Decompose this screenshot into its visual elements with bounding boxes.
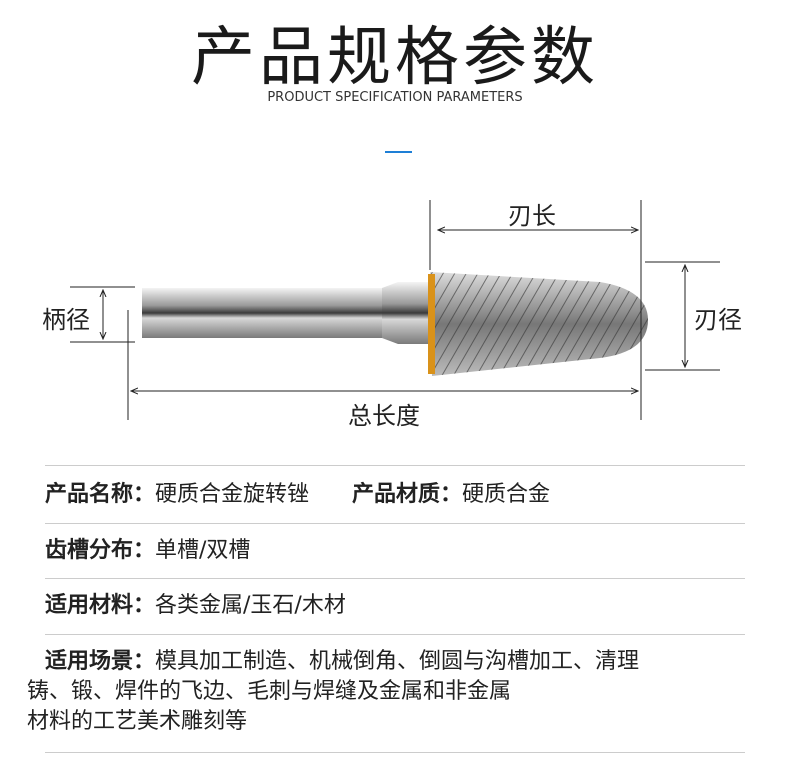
spec-label: 产品材质： [352, 482, 463, 507]
blade-length-label: 刃长 [508, 202, 556, 230]
spec-label: 齿槽分布： [45, 538, 156, 563]
dimension-lines [70, 200, 720, 420]
spec-row-applications: 适用场景： 模具加工制造、机械倒角、倒圆与沟槽加工、清理 铸、锻、焊件的飞边、毛… [27, 647, 640, 737]
spec-value-line: 模具加工制造、机械倒角、倒圆与沟槽加工、清理 [155, 649, 640, 674]
page-subtitle: PRODUCT SPECIFICATION PARAMETERS [267, 90, 523, 105]
divider [45, 523, 745, 524]
spec-label: 适用材料： [45, 593, 156, 618]
total-length-label: 总长度 [348, 402, 420, 430]
shank-diameter-label: 柄径 [42, 306, 90, 334]
spec-value-line: 材料的工艺美术雕刻等 [27, 709, 248, 734]
spec-value: 硬质合金 [462, 482, 551, 507]
divider [45, 578, 745, 579]
spec-label: 适用场景： [45, 649, 156, 674]
spec-label: 产品名称： [45, 482, 156, 507]
divider [45, 465, 745, 466]
spec-row-materials: 适用材料：各类金属/玉石/木材 [45, 591, 346, 621]
page-title: 产品规格参数 [191, 21, 599, 95]
spec-value: 各类金属/玉石/木材 [155, 593, 346, 618]
burr-tool-image [142, 272, 648, 376]
blade-diameter-label: 刃径 [694, 306, 742, 334]
divider [45, 752, 745, 753]
burr-diagram [70, 200, 720, 420]
spec-row-name: 产品名称：硬质合金旋转锉 产品材质：硬质合金 [45, 480, 550, 510]
spec-row-flutes: 齿槽分布：单槽/双槽 [45, 536, 250, 566]
spec-value: 硬质合金旋转锉 [155, 482, 310, 507]
divider [45, 634, 745, 635]
spec-value-line: 铸、锻、焊件的飞边、毛刺与焊缝及金属和非金属 [27, 679, 512, 704]
spec-value: 单槽/双槽 [155, 538, 251, 563]
accent-divider [385, 151, 412, 153]
